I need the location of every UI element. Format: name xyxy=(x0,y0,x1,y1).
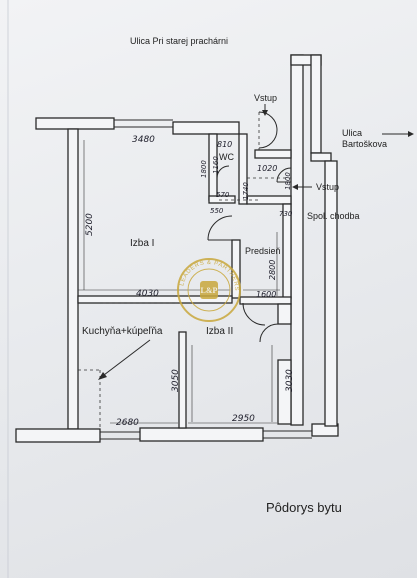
wall-room1-bottom xyxy=(77,295,233,304)
dim-hall-height: 2800 xyxy=(268,260,277,280)
wall-bottom-middle xyxy=(139,427,264,442)
dim-bottom-left: 2680 xyxy=(116,418,139,428)
wall-entry-top xyxy=(254,149,292,159)
entrance-top-arrow-head xyxy=(262,110,268,116)
dim-room1-width: 4030 xyxy=(136,289,159,299)
label-entrance-right: Vstup xyxy=(316,182,339,192)
street-right-label-line2: Bartoškova xyxy=(342,139,387,149)
label-room-1: Izba I xyxy=(130,238,154,249)
kitchen-arrow-line xyxy=(99,339,151,379)
kitchen-arrow-head xyxy=(98,372,107,380)
dim-small-a: 570 xyxy=(216,191,230,199)
wall-wc-bottom xyxy=(208,195,236,204)
wall-top-left xyxy=(35,117,115,130)
wall-kitchen-divider xyxy=(178,331,187,429)
street-top-label: Ulica Pri starej prachárni xyxy=(130,36,228,46)
label-entrance-top: Vstup xyxy=(254,93,277,103)
door-arc-entry-right xyxy=(276,167,292,183)
wall-right-outer xyxy=(324,160,338,427)
wall-hall-bottom xyxy=(239,296,292,305)
watermark-inner-ring xyxy=(187,268,231,312)
dim-wc-width: 810 xyxy=(217,140,232,149)
wall-left xyxy=(67,128,79,430)
label-kitchen-bath: Kuchyňa+kúpeľňa xyxy=(82,326,163,337)
dim-top-wall: 3480 xyxy=(132,135,155,145)
door-arc-hall xyxy=(259,323,279,343)
dim-wc-inner: 1160 xyxy=(212,156,220,174)
label-room-2: Izba II xyxy=(206,326,233,337)
watermark-outer-ring xyxy=(177,258,241,322)
wall-right-stair-inner xyxy=(310,54,322,154)
wall-right-stair-step xyxy=(310,152,332,162)
door-arc-room2 xyxy=(242,302,266,326)
wall-izba2-right xyxy=(277,359,292,425)
dim-room2-height: 3030 xyxy=(285,369,295,392)
label-wc: WC xyxy=(219,152,234,162)
street-right-label-line1: Ulica xyxy=(342,128,362,138)
dim-kitchen-height: 3050 xyxy=(171,369,181,392)
door-arc-wc xyxy=(216,165,230,179)
dim-small-d: 730 xyxy=(279,210,293,218)
dim-entry-depth: 1800 xyxy=(284,172,292,190)
door-arc-room1 xyxy=(207,215,233,241)
label-hallway: Predsieň xyxy=(245,246,281,256)
wall-top-middle xyxy=(172,121,240,135)
wall-stub-right xyxy=(277,303,292,325)
watermark-monogram: L&P xyxy=(201,286,218,295)
entrance-right-arrow-head xyxy=(292,184,298,190)
wall-wc-right xyxy=(238,133,248,205)
dim-entry-width: 1020 xyxy=(257,164,277,173)
dim-small-c: 1740 xyxy=(242,182,250,200)
dim-small-b: 550 xyxy=(210,207,224,215)
dim-left-height: 5200 xyxy=(85,213,95,236)
dim-wc-height: 1800 xyxy=(200,160,208,178)
wall-bottom-left xyxy=(15,428,101,443)
dim-bottom-right: 2950 xyxy=(232,414,255,424)
plan-caption: Pôdorys bytu xyxy=(266,500,342,515)
wall-entry-bottom xyxy=(246,195,292,205)
label-common-corridor: Spol. chodba xyxy=(307,211,360,221)
dim-hall-width: 1600 xyxy=(256,290,276,299)
door-arc-entry-top xyxy=(258,111,278,149)
wall-hall-right xyxy=(282,203,292,299)
watermark-monogram-box xyxy=(200,281,218,299)
street-arrow-head xyxy=(408,131,414,137)
